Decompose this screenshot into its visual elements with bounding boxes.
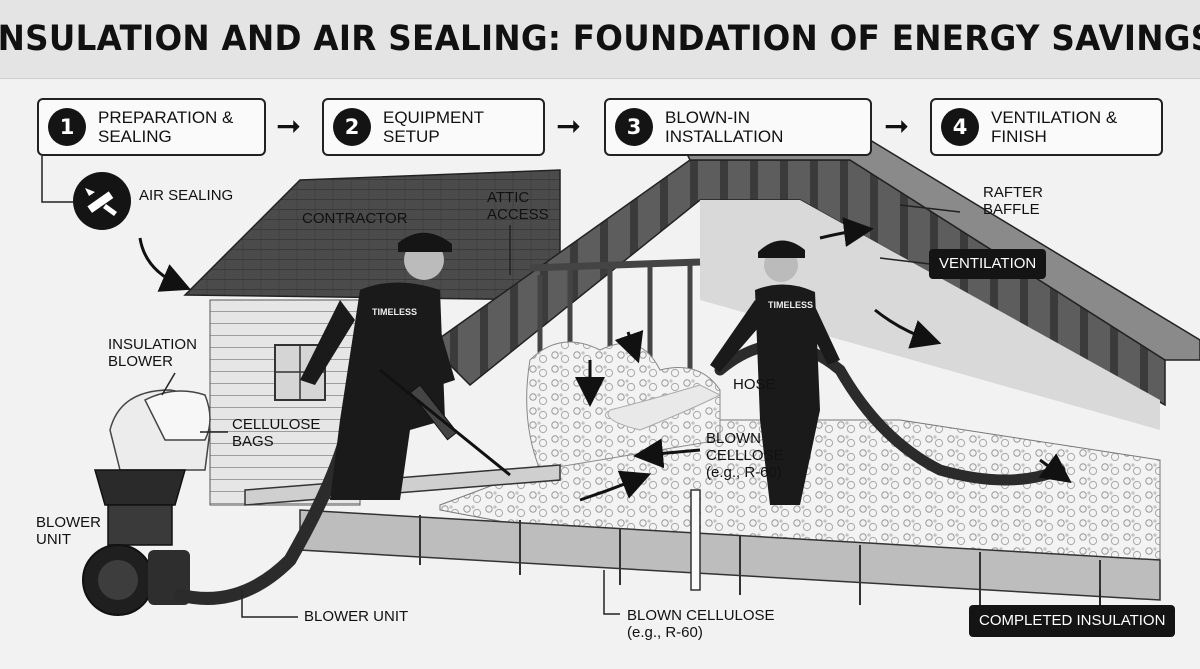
step-number-badge: 1 [48,108,86,146]
label-blower-unit: BLOWER UNIT [36,514,102,548]
step-number-badge: 2 [333,108,371,146]
blown-spray [607,384,722,431]
label-blown-cellulose-bottom: BLOWN CELLULOSE (e.g., R-60) [627,607,775,641]
step-arrow-icon: ➞ [276,109,302,144]
label-cellulose-bags: CELLULOSE BAGS [232,416,321,450]
label-contractor: CONTRACTOR [302,210,408,227]
label-air-sealing: AIR SEALING [139,187,234,204]
step-number-badge: 3 [615,108,653,146]
label-hose: HOSE [733,376,776,393]
contractor-figure: TIMELESS [710,240,840,505]
insulation-cloud [526,341,721,471]
step-1: 1 PREPARATION & SEALING [37,98,266,156]
flow-arrows [138,217,1072,502]
caulk-gun-icon [73,172,131,230]
attic-roof [428,139,1200,430]
step-label: VENTILATION & FINISH [991,108,1118,146]
caulk-gun [379,368,511,477]
depth-ruler [690,489,701,591]
step-label: EQUIPMENT SETUP [383,108,485,146]
insulation-blower [82,389,211,616]
page-title: INSULATION AND AIR SEALING: FOUNDATION O… [0,19,1200,59]
label-ventilation: VENTILATION [929,249,1047,279]
label-blown-celllose: BLOWN CELLLOSE (e.g., R-60) [706,430,784,481]
label-insulation-blower: INSULATION BLOWER [108,336,197,370]
label-attic-access: ATTIC ACCESS [487,189,549,223]
step-number-badge: 4 [941,108,979,146]
label-rafter-baffle: RAFTER BAFFLE [983,184,1043,218]
step-label: BLOWN-IN INSTALLATION [665,108,784,146]
step-arrow-icon: ➞ [556,109,582,144]
leader-lines [41,156,1101,618]
step-2: 2 EQUIPMENT SETUP [322,98,545,156]
step-arrow-icon: ➞ [884,109,910,144]
label-blower-unit-bottom: BLOWER UNIT [304,608,409,625]
uniform-logo: TIMELESS [372,307,417,317]
contractor-figure: TIMELESS [300,232,455,500]
label-completed-insulation: COMPLETED INSULATION [969,605,1176,637]
step-label: PREPARATION & SEALING [98,108,234,146]
title-bar: INSULATION AND AIR SEALING: FOUNDATION O… [0,0,1200,79]
step-4: 4 VENTILATION & FINISH [930,98,1163,156]
step-3: 3 BLOWN-IN INSTALLATION [604,98,872,156]
uniform-logo: TIMELESS [768,300,813,310]
